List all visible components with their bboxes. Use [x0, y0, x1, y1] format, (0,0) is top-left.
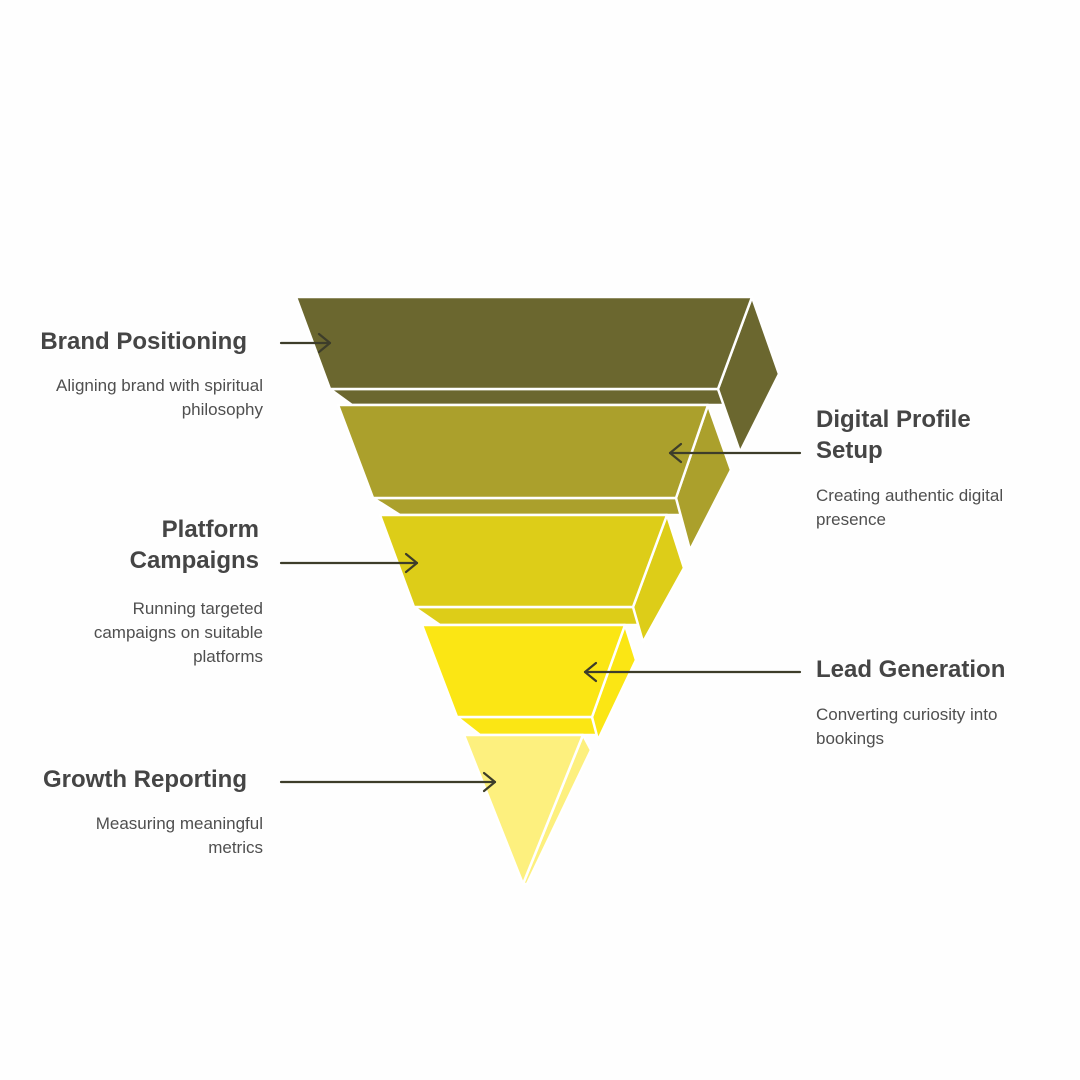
title-line: Digital Profile [816, 406, 971, 433]
desc-line: presence [816, 510, 886, 529]
title-line: Setup [816, 437, 883, 464]
arrow-growth-reporting [279, 771, 497, 793]
desc-line: philosophy [181, 400, 263, 419]
arrow-digital-profile-setup [668, 442, 802, 464]
stage-title-growth-reporting: Growth Reporting [43, 764, 247, 795]
stage-title-digital-profile-setup: Digital Profile Setup [816, 404, 971, 466]
desc-line: platforms [193, 647, 263, 666]
stage-desc-platform-campaigns: Running targeted campaigns on suitable p… [94, 597, 263, 669]
desc-line: Converting curiosity into [816, 705, 998, 724]
stage-desc-growth-reporting: Measuring meaningful metrics [96, 812, 263, 860]
desc-line: bookings [816, 729, 885, 748]
desc-line: Aligning brand with spiritual [56, 376, 263, 395]
desc-line: Creating authentic digital [816, 486, 1004, 505]
funnel-stage-5 [462, 733, 593, 886]
title-line: Platform [161, 516, 259, 543]
funnel-stage-1 [294, 295, 781, 454]
desc-line: Measuring meaningful [95, 814, 263, 833]
title-line: Growth Reporting [43, 766, 247, 793]
arrow-brand-positioning [279, 332, 332, 354]
stage-title-brand-positioning: Brand Positioning [40, 326, 247, 357]
desc-line: Running targeted [132, 599, 263, 618]
arrow-lead-generation [583, 661, 802, 683]
title-line: Lead Generation [816, 656, 1006, 683]
stage-desc-digital-profile-setup: Creating authentic digital presence [816, 484, 1003, 532]
title-line: Campaigns [129, 547, 259, 574]
stage-title-platform-campaigns: Platform Campaigns [130, 514, 259, 576]
stage-desc-brand-positioning: Aligning brand with spiritual philosophy [56, 374, 263, 422]
desc-line: campaigns on suitable [93, 623, 263, 642]
funnel-stage-3 [378, 513, 686, 644]
funnel-stage-2 [336, 403, 733, 552]
title-line: Brand Positioning [40, 328, 247, 355]
stage-title-lead-generation: Lead Generation [816, 654, 1005, 685]
desc-line: metrics [208, 838, 263, 857]
stage-desc-lead-generation: Converting curiosity into bookings [816, 703, 997, 751]
arrow-platform-campaigns [279, 552, 419, 574]
funnel-stage-4 [420, 623, 638, 742]
